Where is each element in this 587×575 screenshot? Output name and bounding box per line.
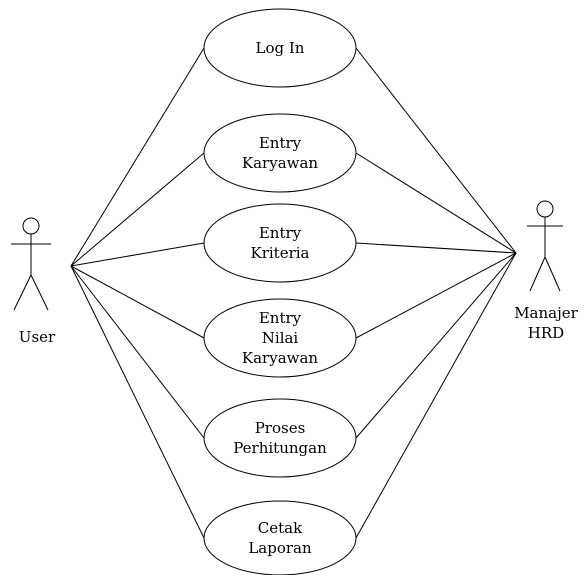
association-manager-entry-nilai-karyawan	[355, 252, 517, 339]
use-case-label: Log In	[256, 39, 305, 57]
association-manager-cetak-laporan	[355, 252, 517, 539]
use-case-ellipse	[203, 113, 357, 193]
use-case-label: Karyawan	[242, 154, 319, 172]
use-cases: Log InEntryKaryawanEntryKriteriaEntryNil…	[203, 8, 357, 575]
association-manager-entry-karyawan	[355, 152, 517, 254]
use-case-login: Log In	[203, 8, 357, 88]
actor-manager-label-line1: Manajer	[514, 304, 578, 322]
use-case-label: Karyawan	[242, 349, 319, 367]
actor-manager-head	[536, 200, 554, 218]
use-case-label: Laporan	[248, 539, 312, 557]
actor-manager-label-line2: HRD	[528, 324, 564, 342]
association-user-cetak-laporan	[70, 265, 205, 539]
use-case-label: Perhitungan	[233, 439, 327, 457]
association-user-proses-perhitungan	[70, 265, 205, 439]
association-user-login	[70, 47, 205, 267]
use-case-label: Cetak	[258, 519, 303, 537]
actor-user-left-leg	[13, 274, 32, 311]
use-case-label: Entry	[259, 309, 302, 327]
use-case-ellipse	[203, 500, 357, 575]
use-case-ellipse	[203, 398, 357, 478]
association-lines	[70, 47, 517, 539]
actor-user-label: User	[19, 328, 56, 346]
association-user-entry-kriteria	[70, 242, 205, 267]
actor-manager-left-leg	[529, 256, 546, 292]
association-user-entry-nilai-karyawan	[70, 265, 205, 339]
association-manager-proses-perhitungan	[355, 252, 517, 439]
association-manager-login	[355, 47, 517, 254]
use-case-ellipse	[203, 203, 357, 283]
use-case-label: Entry	[259, 134, 302, 152]
actor-user-head	[22, 217, 40, 235]
use-case-label: Proses	[255, 419, 306, 437]
actor-manager-right-leg	[544, 256, 561, 292]
use-case-ellipse	[203, 298, 357, 378]
use-case-label: Nilai	[262, 329, 299, 347]
use-case-ellipse	[203, 8, 357, 88]
association-manager-entry-kriteria	[355, 242, 517, 254]
association-user-entry-karyawan	[70, 152, 205, 267]
use-case-label: Entry	[259, 224, 302, 242]
actor-manager: Manajer HRD	[514, 200, 579, 342]
use-case-label: Kriteria	[251, 244, 310, 262]
actor-user-right-leg	[30, 274, 49, 311]
actor-user: User	[11, 217, 56, 346]
